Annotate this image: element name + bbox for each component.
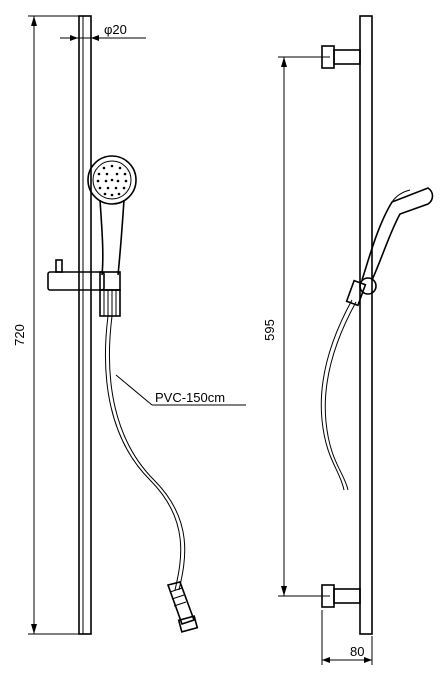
height-dimension: 720 xyxy=(12,15,80,635)
slider-holder xyxy=(47,259,121,291)
spacing-dimension-label: 595 xyxy=(262,319,277,341)
offset-dimension: 80 xyxy=(321,610,373,665)
hose-label: PVC-150cm xyxy=(155,390,225,405)
side-rail-bar xyxy=(359,15,373,635)
spacing-dimension: 595 xyxy=(262,56,330,597)
side-view: 595 80 xyxy=(262,15,434,665)
hand-shower xyxy=(87,155,137,317)
hose xyxy=(104,315,199,633)
hose-label-callout: PVC-150cm xyxy=(115,374,246,406)
offset-dimension-label: 80 xyxy=(350,644,364,659)
height-dimension-label: 720 xyxy=(12,324,27,346)
hose-connector xyxy=(166,581,199,633)
slide-rail-bar xyxy=(78,15,92,635)
diameter-dimension-label: φ20 xyxy=(104,22,127,37)
spray-nozzles xyxy=(96,164,128,197)
side-hand-shower xyxy=(320,187,434,491)
diameter-dimension: φ20 xyxy=(60,22,146,41)
front-view: 720 φ20 xyxy=(12,15,246,635)
